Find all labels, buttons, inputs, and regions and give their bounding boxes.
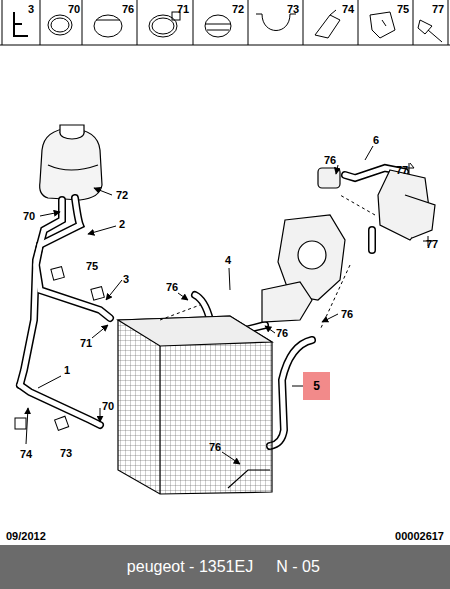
callout-number: 1 [64, 364, 70, 376]
callout-number: 76 [341, 308, 353, 320]
callout-number: 75 [397, 3, 409, 15]
callout-number: 3 [28, 3, 34, 15]
callout-number: 70 [23, 210, 35, 222]
callout-number: 76 [209, 441, 221, 453]
note-text: 00002617 [395, 530, 444, 542]
callout-number: 76 [122, 3, 134, 15]
callout-number: 73 [287, 3, 299, 15]
callout-number: 74 [342, 3, 354, 15]
callout-number: 76 [276, 327, 288, 339]
callout-number: 75 [86, 260, 98, 272]
callout-number: 72 [232, 3, 244, 15]
callout-number: 76 [166, 281, 178, 293]
callout-number: 6 [373, 134, 379, 146]
callout-number: 77 [396, 164, 408, 176]
note-text: 09/2012 [6, 530, 46, 542]
callout-number: 4 [225, 254, 231, 266]
callout-number: 74 [20, 448, 32, 460]
highlight-box: 5 [303, 372, 330, 400]
callout-number: 76 [324, 154, 336, 166]
callout-number: 77 [432, 3, 444, 15]
callout-number: 70 [102, 400, 114, 412]
callout-number: 5 [313, 379, 320, 393]
callout-number: 72 [116, 189, 128, 201]
footer-text: N - 05 [276, 558, 320, 576]
footer-text: peugeot - 1351EJ [127, 558, 253, 576]
callout-number: 73 [60, 447, 72, 459]
callout-number: 2 [119, 218, 125, 230]
callout-number: 71 [80, 337, 92, 349]
callout-number: 71 [177, 3, 189, 15]
callout-number: 3 [123, 273, 129, 285]
callout-number: 70 [68, 3, 80, 15]
callout-number: 77 [426, 238, 438, 250]
